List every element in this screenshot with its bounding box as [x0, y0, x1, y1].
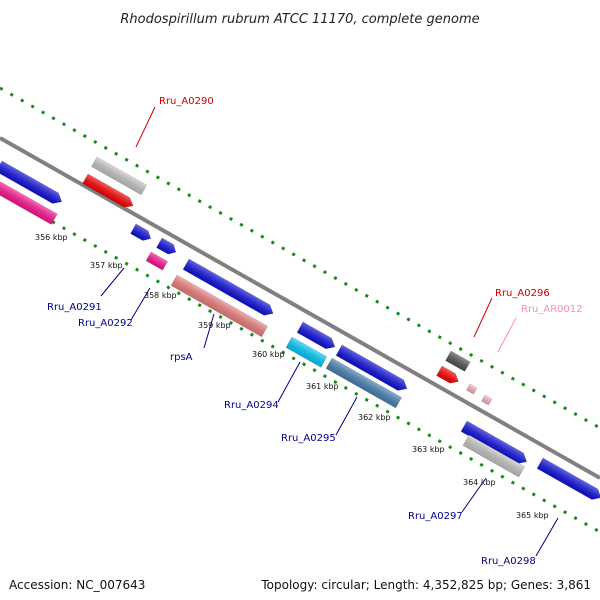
topology-label: Topology: circular; Length: 4,352,825 bp… — [261, 578, 591, 592]
tick-label: 363 kbp — [412, 445, 445, 454]
gene-label[interactable]: Rru_A0296 — [495, 288, 550, 299]
leader-rru-a0291 — [100, 267, 125, 297]
tick-label: 362 kbp — [358, 413, 391, 422]
gene-label[interactable]: Rru_A0294 — [224, 400, 279, 411]
tick-label: 358 kbp — [144, 291, 177, 300]
gene-bar-rru-a0294 — [285, 336, 328, 368]
gene-label[interactable]: Rru_A0290 — [159, 96, 214, 107]
gene-bar-rpsa — [170, 274, 268, 338]
outer-tick-track — [0, 86, 600, 430]
label-leader-lines — [100, 106, 559, 557]
gene-bar-rru-a0296-upper — [445, 350, 471, 372]
gene-bar-rru-a0292 — [156, 237, 177, 255]
tick-label: 357 kbp — [90, 261, 123, 270]
gene-label[interactable]: rpsA — [170, 352, 193, 363]
leader-rpsa — [203, 313, 215, 349]
leader-rru-a0295 — [335, 396, 358, 436]
leader-rru-a0298 — [535, 517, 559, 557]
tick-label: 359 kbp — [198, 321, 231, 330]
tick-label: 356 kbp — [35, 233, 68, 242]
leader-rru-ar0012 — [497, 317, 517, 353]
gene-label[interactable]: Rru_A0292 — [78, 318, 133, 329]
gene-label[interactable]: Rru_A0291 — [47, 302, 102, 313]
gene-label[interactable]: Rru_AR0012 — [521, 304, 583, 315]
leader-rru-a0290 — [135, 106, 156, 148]
tick-label: 365 kbp — [516, 511, 549, 520]
gene-bar-rru-a0295 — [325, 357, 403, 409]
gene-bar-rru-a0295-upper — [335, 344, 408, 391]
gene-label[interactable]: Rru_A0298 — [481, 556, 536, 567]
tick-label: 361 kbp — [306, 382, 339, 391]
gene-bar-rru-a0296 — [436, 365, 459, 384]
tick-label: 360 kbp — [252, 350, 285, 359]
gene-bar-rru-a0291 — [130, 223, 152, 241]
gene-bar-rru-a0290 — [82, 173, 134, 208]
map-title: Rhodospirillum rubrum ATCC 11170, comple… — [120, 12, 479, 27]
tick-label: 364 kbp — [463, 478, 496, 487]
gene-bar-rru-ar0012-a — [466, 383, 478, 395]
leader-rru-a0296 — [473, 297, 493, 338]
gene-features — [0, 156, 600, 500]
accession-label: Accession: NC_007643 — [9, 578, 146, 592]
leader-rru-a0294 — [277, 361, 301, 403]
gene-bar-rpsa-upper — [182, 258, 274, 316]
leader-rru-a0297 — [461, 477, 487, 513]
genome-backbone — [0, 136, 600, 480]
gene-bar-rru-a0289 — [0, 160, 63, 204]
gene-bar-rru-a0297-upper — [460, 420, 528, 464]
gene-bar-rru-a0288 — [0, 176, 58, 225]
gene-label[interactable]: Rru_A0295 — [281, 433, 336, 444]
gene-bar-rru-a0292-lower — [145, 251, 168, 271]
kbp-tick-labels: 356 kbp 357 kbp 358 kbp 359 kbp 360 kbp 361 k… — [35, 233, 549, 520]
gene-bar-rru-a0290-upper — [91, 156, 147, 196]
gene-bar-rru-a0298 — [536, 457, 600, 500]
gene-bar-rru-ar0012-b — [481, 394, 493, 406]
gene-label[interactable]: Rru_A0297 — [408, 511, 463, 522]
gene-bar-rru-a0297 — [462, 434, 526, 478]
leader-rru-a0292 — [130, 287, 151, 321]
gene-bar-rru-a0294-upper — [296, 321, 336, 350]
